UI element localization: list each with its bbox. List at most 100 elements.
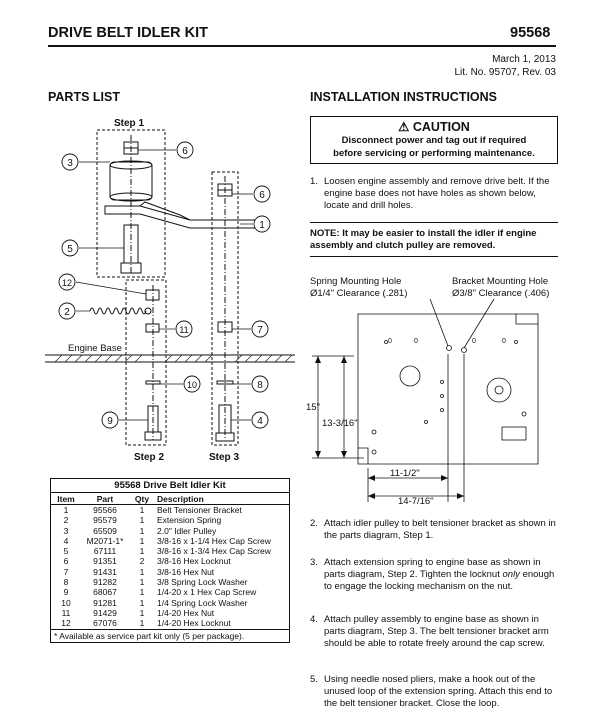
bracket-hole-label: Bracket Mounting Hole	[452, 276, 548, 287]
cell-qty: 1	[139, 546, 145, 557]
cell-qty: 2	[139, 556, 145, 567]
cell-part: 95566	[93, 505, 117, 515]
header-rule	[48, 45, 556, 47]
callout-12: 12	[62, 278, 72, 288]
step-text: Attach idler pulley to belt tensioner br…	[324, 518, 556, 541]
cell-description: 2.0" Idler Pulley	[157, 525, 217, 536]
cell-qty: 1	[139, 505, 145, 515]
callout-6b: 6	[259, 190, 265, 201]
spring-mounting-hole	[446, 345, 452, 351]
spring-hole-label: Spring Mounting Hole	[310, 276, 401, 287]
cell-qty: 1	[139, 587, 145, 598]
engine-plate-outline	[357, 313, 539, 465]
hole-label-a: 0	[388, 338, 392, 345]
rule-top	[310, 222, 558, 223]
callout-5: 5	[67, 244, 73, 255]
cell-item: 11	[61, 607, 71, 618]
callout-8: 8	[257, 380, 263, 391]
callout-4: 4	[257, 416, 263, 427]
table-row: 11 91429 1 1/4-20 Hex Nut	[51, 608, 289, 618]
step-number: 2.	[310, 518, 318, 529]
cell-description: 3/8-16 x 1-3/4 Hex Cap Screw	[157, 546, 271, 557]
cell-description: 3/8 Spring Lock Washer	[157, 577, 248, 588]
callout-9: 9	[107, 416, 113, 427]
callout-3: 3	[67, 158, 73, 169]
caution-line-1: Disconnect power and tag out if required	[341, 135, 527, 146]
cell-part: 91429	[93, 607, 117, 618]
cell-description: Belt Tensioner Bracket	[157, 505, 242, 515]
cell-description: 3/8-16 x 1-1/4 Hex Cap Screw	[157, 535, 271, 546]
cell-description: 1/4-20 Hex Nut	[157, 607, 215, 618]
bracket-hole-clearance: Ø3/8" Clearance (.406)	[452, 288, 549, 299]
cell-description: 1/4-20 Hex Locknut	[157, 618, 231, 629]
cell-qty: 1	[139, 577, 145, 588]
cell-item: 9	[63, 587, 69, 598]
hex-nut-11	[145, 323, 160, 333]
caution-line-2: before servicing or performing maintenan…	[333, 148, 535, 159]
callout-7: 7	[257, 325, 263, 336]
document-title: DRIVE BELT IDLER KIT	[48, 25, 209, 41]
installation-heading: INSTALLATION INSTRUCTIONS	[310, 90, 498, 104]
step-text-post: enough to engage the locking mechanism o…	[324, 569, 555, 592]
instruction-step-3: 3. Attach extension spring to engine bas…	[310, 557, 558, 593]
hex-nut-7	[217, 321, 233, 333]
caution-title: CAUTION	[412, 120, 470, 134]
note-text: NOTE: It may be easier to install the id…	[310, 228, 537, 251]
step-text: Attach pulley assembly to engine base as…	[324, 614, 549, 649]
cell-qty: 1	[139, 618, 145, 629]
cell-item: 1	[63, 505, 69, 515]
engine-base-label: Engine Base	[68, 343, 122, 354]
cell-description: 3/8-16 Hex Locknut	[157, 556, 231, 567]
callout-1: 1	[259, 220, 265, 231]
cell-part: 67076	[93, 618, 117, 629]
document-date-block: March 1, 2013 Lit. No. 95707, Rev. 03	[420, 53, 556, 79]
cell-item: 2	[63, 515, 69, 526]
step-text: Loosen engine assembly and remove drive …	[324, 176, 550, 211]
table-row: 12 67076 1 1/4-20 Hex Locknut	[51, 618, 289, 628]
cell-part: 91431	[93, 566, 117, 577]
cell-item: 12	[61, 618, 71, 629]
cell-description: 1/4-20 x 1 Hex Cap Screw	[157, 587, 257, 598]
cell-qty: 1	[139, 607, 145, 618]
cell-qty: 1	[139, 535, 145, 546]
parts-table-footnote: * Available as service part kit only (5 …	[51, 628, 289, 642]
cell-part: M2071-1*	[86, 535, 124, 546]
cell-item: 8	[63, 577, 69, 588]
step1-label: Step 1	[114, 118, 144, 129]
step-number: 3.	[310, 557, 318, 568]
callout-11: 11	[179, 325, 188, 335]
cell-part: 67111	[93, 546, 117, 557]
dim-15: 15"	[306, 402, 320, 413]
step-number: 1.	[310, 176, 318, 187]
cell-description: 3/8-16 Hex Nut	[157, 566, 215, 577]
bracket-mounting-hole	[461, 347, 467, 353]
parts-table-caption: 95568 Drive Belt Idler Kit	[51, 479, 289, 493]
cell-item: 3	[63, 525, 69, 536]
step2-label: Step 2	[134, 452, 164, 463]
col-qty: Qty	[129, 493, 155, 505]
cell-qty: 1	[139, 515, 145, 526]
col-part: Part	[81, 493, 129, 505]
caution-box: ⚠ CAUTION Disconnect power and tag out i…	[310, 116, 558, 164]
step3-box	[211, 171, 239, 446]
literature-number: Lit. No. 95707, Rev. 03	[454, 67, 556, 78]
warning-icon: ⚠	[398, 120, 410, 134]
step-text: Using needle nosed pliers, make a hook o…	[324, 674, 553, 709]
lock-washer-8	[216, 380, 234, 385]
parts-diagram: 3 6 6 1 5 2 12 11 7 8 10 9 4 Step 1 Step…	[45, 118, 295, 463]
locknut-12	[145, 289, 160, 301]
step1-box	[96, 129, 166, 278]
cell-part: 91351	[93, 556, 117, 567]
step-number: 5.	[310, 674, 318, 685]
cell-part: 95579	[93, 515, 117, 526]
cell-part: 91281	[93, 597, 117, 608]
engine-base-hole-diagram: Spring Mounting Hole Ø1/4" Clearance (.2…	[306, 276, 549, 507]
